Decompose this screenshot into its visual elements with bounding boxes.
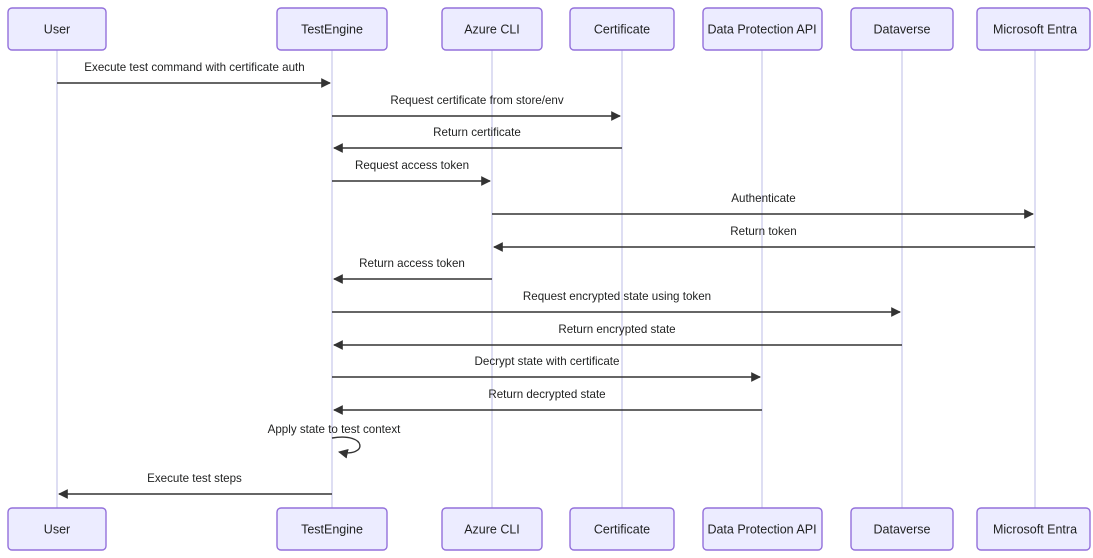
actor-label: User (44, 522, 70, 536)
actor-label: Data Protection API (707, 522, 816, 536)
message-6[interactable]: Return access token (333, 257, 492, 284)
actor-label: Certificate (594, 22, 650, 36)
actor-dataverse-top[interactable]: Dataverse (850, 7, 954, 51)
actor-cert-top[interactable]: Certificate (569, 7, 675, 51)
message-2[interactable]: Return certificate (333, 126, 622, 153)
actor-entra-top[interactable]: Microsoft Entra (976, 7, 1091, 51)
message-7[interactable]: Request encrypted state using token (332, 290, 901, 317)
message-5[interactable]: Return token (493, 225, 1035, 252)
message-12[interactable]: Execute test steps (58, 472, 332, 499)
message-label: Return decrypted state (488, 388, 605, 401)
actor-label: Data Protection API (707, 22, 816, 36)
actor-label: Dataverse (874, 22, 931, 36)
message-label: Decrypt state with certificate (475, 355, 620, 368)
actor-box-shape (850, 7, 954, 51)
actor-box-shape (7, 507, 107, 551)
actor-label: TestEngine (301, 522, 363, 536)
message-label: Execute test command with certificate au… (84, 61, 304, 74)
actor-box-shape (276, 7, 388, 51)
actor-dpapi-top[interactable]: Data Protection API (702, 7, 823, 51)
actor-boxes-bottom: User TestEngine Azure CLI Certificate Data P… (7, 507, 1091, 551)
message-10[interactable]: Return decrypted state (333, 388, 762, 415)
actor-box-shape (569, 507, 675, 551)
actor-label: Dataverse (874, 522, 931, 536)
actor-label: Azure CLI (464, 522, 520, 536)
actor-boxes-top: User TestEngine Azure CLI Certificate Data P… (7, 7, 1091, 51)
message-label: Execute test steps (147, 472, 242, 485)
message-label: Return encrypted state (558, 323, 675, 336)
actor-azcli-top[interactable]: Azure CLI (441, 7, 543, 51)
actor-engine-top[interactable]: TestEngine (276, 7, 388, 51)
message-label: Return access token (359, 257, 465, 270)
actor-entra-bottom[interactable]: Microsoft Entra (976, 507, 1091, 551)
message-0[interactable]: Execute test command with certificate au… (57, 61, 331, 88)
actor-label: User (44, 22, 70, 36)
message-label: Return certificate (433, 126, 521, 139)
message-label: Request certificate from store/env (390, 94, 564, 107)
actor-box-shape (976, 507, 1091, 551)
actor-dataverse-bottom[interactable]: Dataverse (850, 507, 954, 551)
actor-label: TestEngine (301, 22, 363, 36)
lifelines-group (56, 50, 1036, 508)
message-11[interactable]: Apply state to test context (268, 423, 402, 459)
actor-box-shape (850, 507, 954, 551)
message-self-loop (331, 436, 361, 459)
actor-box-shape (569, 7, 675, 51)
message-label: Return token (730, 225, 796, 238)
actor-user-bottom[interactable]: User (7, 507, 107, 551)
actor-box-shape (702, 7, 823, 51)
actor-cert-bottom[interactable]: Certificate (569, 507, 675, 551)
actor-label: Microsoft Entra (993, 522, 1077, 536)
message-label: Request access token (355, 159, 469, 172)
message-label: Apply state to test context (268, 423, 402, 436)
actor-engine-bottom[interactable]: TestEngine (276, 507, 388, 551)
message-1[interactable]: Request certificate from store/env (332, 94, 621, 121)
message-9[interactable]: Decrypt state with certificate (332, 355, 761, 382)
actor-box-shape (441, 507, 543, 551)
actor-box-shape (7, 7, 107, 51)
actor-label: Certificate (594, 522, 650, 536)
message-label: Authenticate (731, 192, 795, 205)
actor-box-shape (276, 507, 388, 551)
message-3[interactable]: Request access token (332, 159, 491, 186)
messages-group: Execute test command with certificate au… (57, 61, 1035, 499)
actor-box-shape (702, 507, 823, 551)
message-label: Request encrypted state using token (523, 290, 711, 303)
actor-dpapi-bottom[interactable]: Data Protection API (702, 507, 823, 551)
actor-box-shape (976, 7, 1091, 51)
actor-box-shape (441, 7, 543, 51)
actor-label: Microsoft Entra (993, 22, 1077, 36)
actor-label: Azure CLI (464, 22, 520, 36)
message-8[interactable]: Return encrypted state (333, 323, 902, 350)
actor-azcli-bottom[interactable]: Azure CLI (441, 507, 543, 551)
actor-user-top[interactable]: User (7, 7, 107, 51)
message-4[interactable]: Authenticate (492, 192, 1034, 219)
